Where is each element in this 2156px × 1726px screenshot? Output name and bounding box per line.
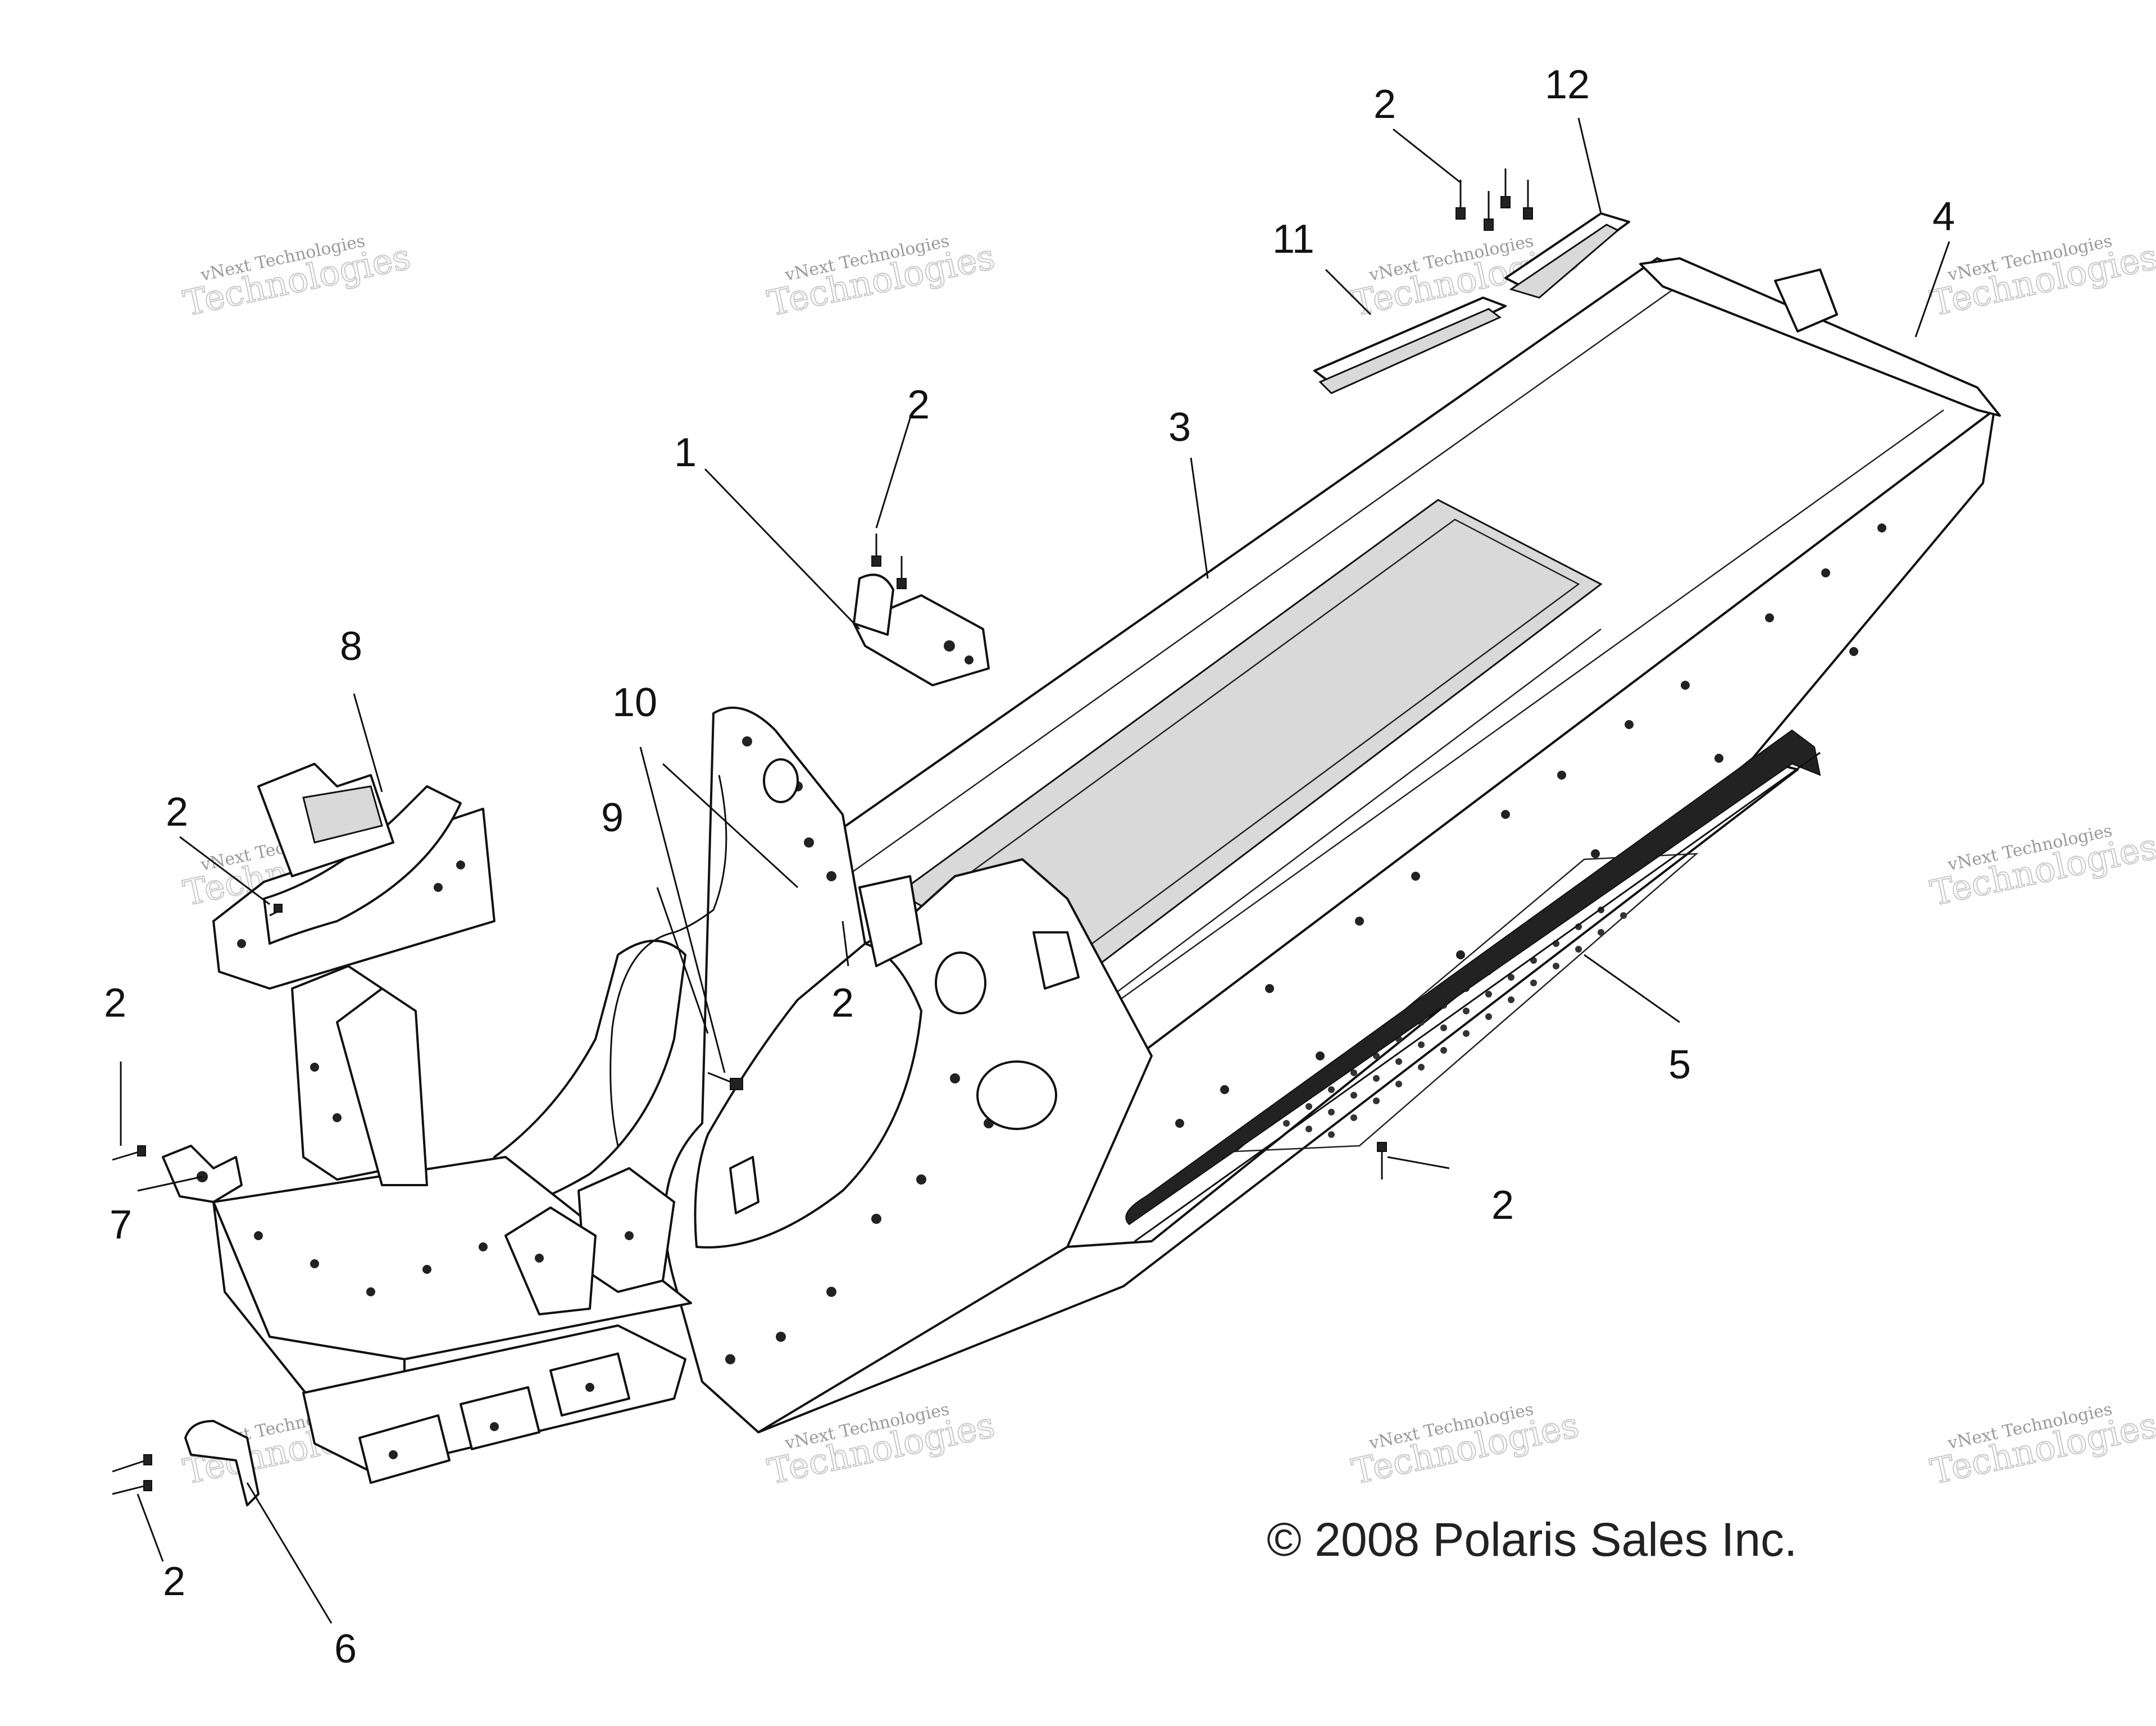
- callout-2: 2: [831, 981, 854, 1026]
- watermark: vNext Technologies Technologies: [1926, 231, 2156, 325]
- bulkhead-oval: [935, 951, 986, 1014]
- callout-10: 10: [612, 680, 657, 725]
- bulkhead-left-wall: [488, 940, 686, 1214]
- bulkhead-window: [1032, 931, 1080, 990]
- callout-3: 3: [1168, 405, 1191, 450]
- copyright-text: © 2008 Polaris Sales Inc.: [1267, 1513, 1797, 1566]
- bulkhead-slot: [729, 1156, 759, 1214]
- bolt-icon: [269, 904, 283, 917]
- watermark: vNext Technologies Technologies: [1926, 821, 2156, 914]
- callouts: 1 2 3 2 12 11 4 5 2 8 2 2 7 9 10 2 2 6: [104, 62, 1955, 1672]
- runner-strip: [1125, 729, 1821, 1242]
- callout-2: 2: [163, 1559, 185, 1604]
- front-cradle: [212, 965, 692, 1484]
- cradle-holes: [254, 1063, 634, 1459]
- callout-12: 12: [1545, 62, 1590, 107]
- brace-curve: [263, 785, 462, 945]
- bulkhead-oval: [763, 758, 799, 803]
- callout-9: 9: [601, 795, 624, 840]
- callout-8: 8: [340, 624, 362, 669]
- part-8-brace: [212, 763, 495, 990]
- cradle-tower-right2: [504, 1206, 597, 1315]
- part-9-bolt: [707, 1072, 743, 1090]
- callout-2: 2: [166, 790, 188, 835]
- brace-pad: [302, 785, 383, 844]
- front-bulkhead: [488, 707, 1153, 1433]
- callout-2: 2: [1491, 1183, 1514, 1228]
- callout-2: 2: [907, 382, 930, 427]
- callout-2: 2: [104, 981, 126, 1026]
- part-11-rail: [1313, 297, 1507, 394]
- cradle-lower-rail-bracket: [460, 1386, 540, 1450]
- bolt-icon: [112, 1145, 146, 1161]
- part-1-bracket: [853, 534, 990, 686]
- callout-6: 6: [334, 1627, 357, 1672]
- callout-2: 2: [1373, 82, 1396, 127]
- runner-edge: [1134, 752, 1821, 1242]
- runner-bar: [1125, 729, 1821, 1226]
- callout-7: 7: [110, 1203, 132, 1247]
- callout-5: 5: [1668, 1042, 1691, 1087]
- bulkhead-holes: [725, 736, 994, 1364]
- bolt-icon: [871, 534, 907, 589]
- part-7-bracket: [112, 1145, 243, 1203]
- brace-holes: [237, 860, 465, 948]
- cradle-tower-mid: [336, 987, 428, 1186]
- callout-4: 4: [1932, 194, 1955, 239]
- bulkhead-bracket: [858, 875, 922, 967]
- bolt-icon: [1455, 168, 1533, 231]
- watermark: vNext Technologies Technologies: [763, 231, 999, 325]
- part-10-wire: [609, 775, 727, 1146]
- tunnel-rail: [775, 280, 1686, 928]
- mounting-holes: [1175, 523, 1886, 1128]
- callout-1: 1: [674, 430, 697, 475]
- part-6-bracket: [112, 1420, 260, 1506]
- part-4-rear-bumper: [1639, 257, 2001, 417]
- bracket-ear: [853, 573, 894, 636]
- callout-11: 11: [1272, 217, 1314, 262]
- bulkhead-oval: [976, 1060, 1057, 1130]
- watermark: vNext Technologies Technologies: [179, 231, 415, 325]
- part-12-rail: [1455, 168, 1630, 299]
- bolt-icon: [1377, 1142, 1387, 1179]
- leader-lines: [120, 117, 1950, 1624]
- tunnel-rail: [1039, 629, 1602, 1051]
- watermark: vNext Technologies Technologies: [1926, 1400, 2156, 1493]
- cradle-lower-rail-bracket: [358, 1414, 451, 1484]
- bolt-icon: [112, 1454, 152, 1495]
- watermark: vNext Technologies Technologies: [1348, 1400, 1583, 1493]
